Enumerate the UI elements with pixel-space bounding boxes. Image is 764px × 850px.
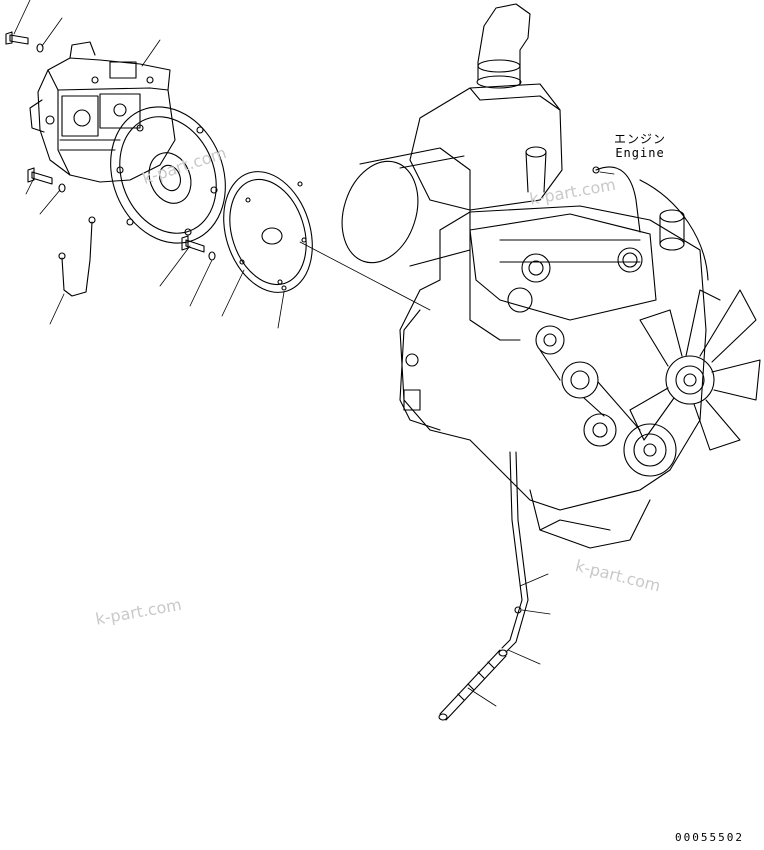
washer-top <box>36 43 44 53</box>
cooling-fan <box>629 289 761 451</box>
leader-lines-right <box>467 573 551 707</box>
part-number: 00055502 <box>675 831 744 844</box>
bolt-mid <box>27 167 53 185</box>
dipstick-tube <box>501 451 529 653</box>
pin <box>281 285 287 291</box>
ground-cable <box>58 216 96 297</box>
washer-mid <box>58 183 66 193</box>
engine-label: エンジン Engine <box>614 132 666 160</box>
leader-lines-left <box>13 0 285 329</box>
hydraulic-pump <box>29 41 176 183</box>
damper-plate <box>223 171 313 293</box>
bolt-top <box>5 31 29 45</box>
engine <box>341 3 761 549</box>
dipstick <box>438 649 508 721</box>
flywheel-housing <box>110 106 226 244</box>
engine-label-en: Engine <box>615 146 665 160</box>
engine-label-jp: エンジン <box>614 132 667 146</box>
bolt-flywheel <box>181 235 216 261</box>
